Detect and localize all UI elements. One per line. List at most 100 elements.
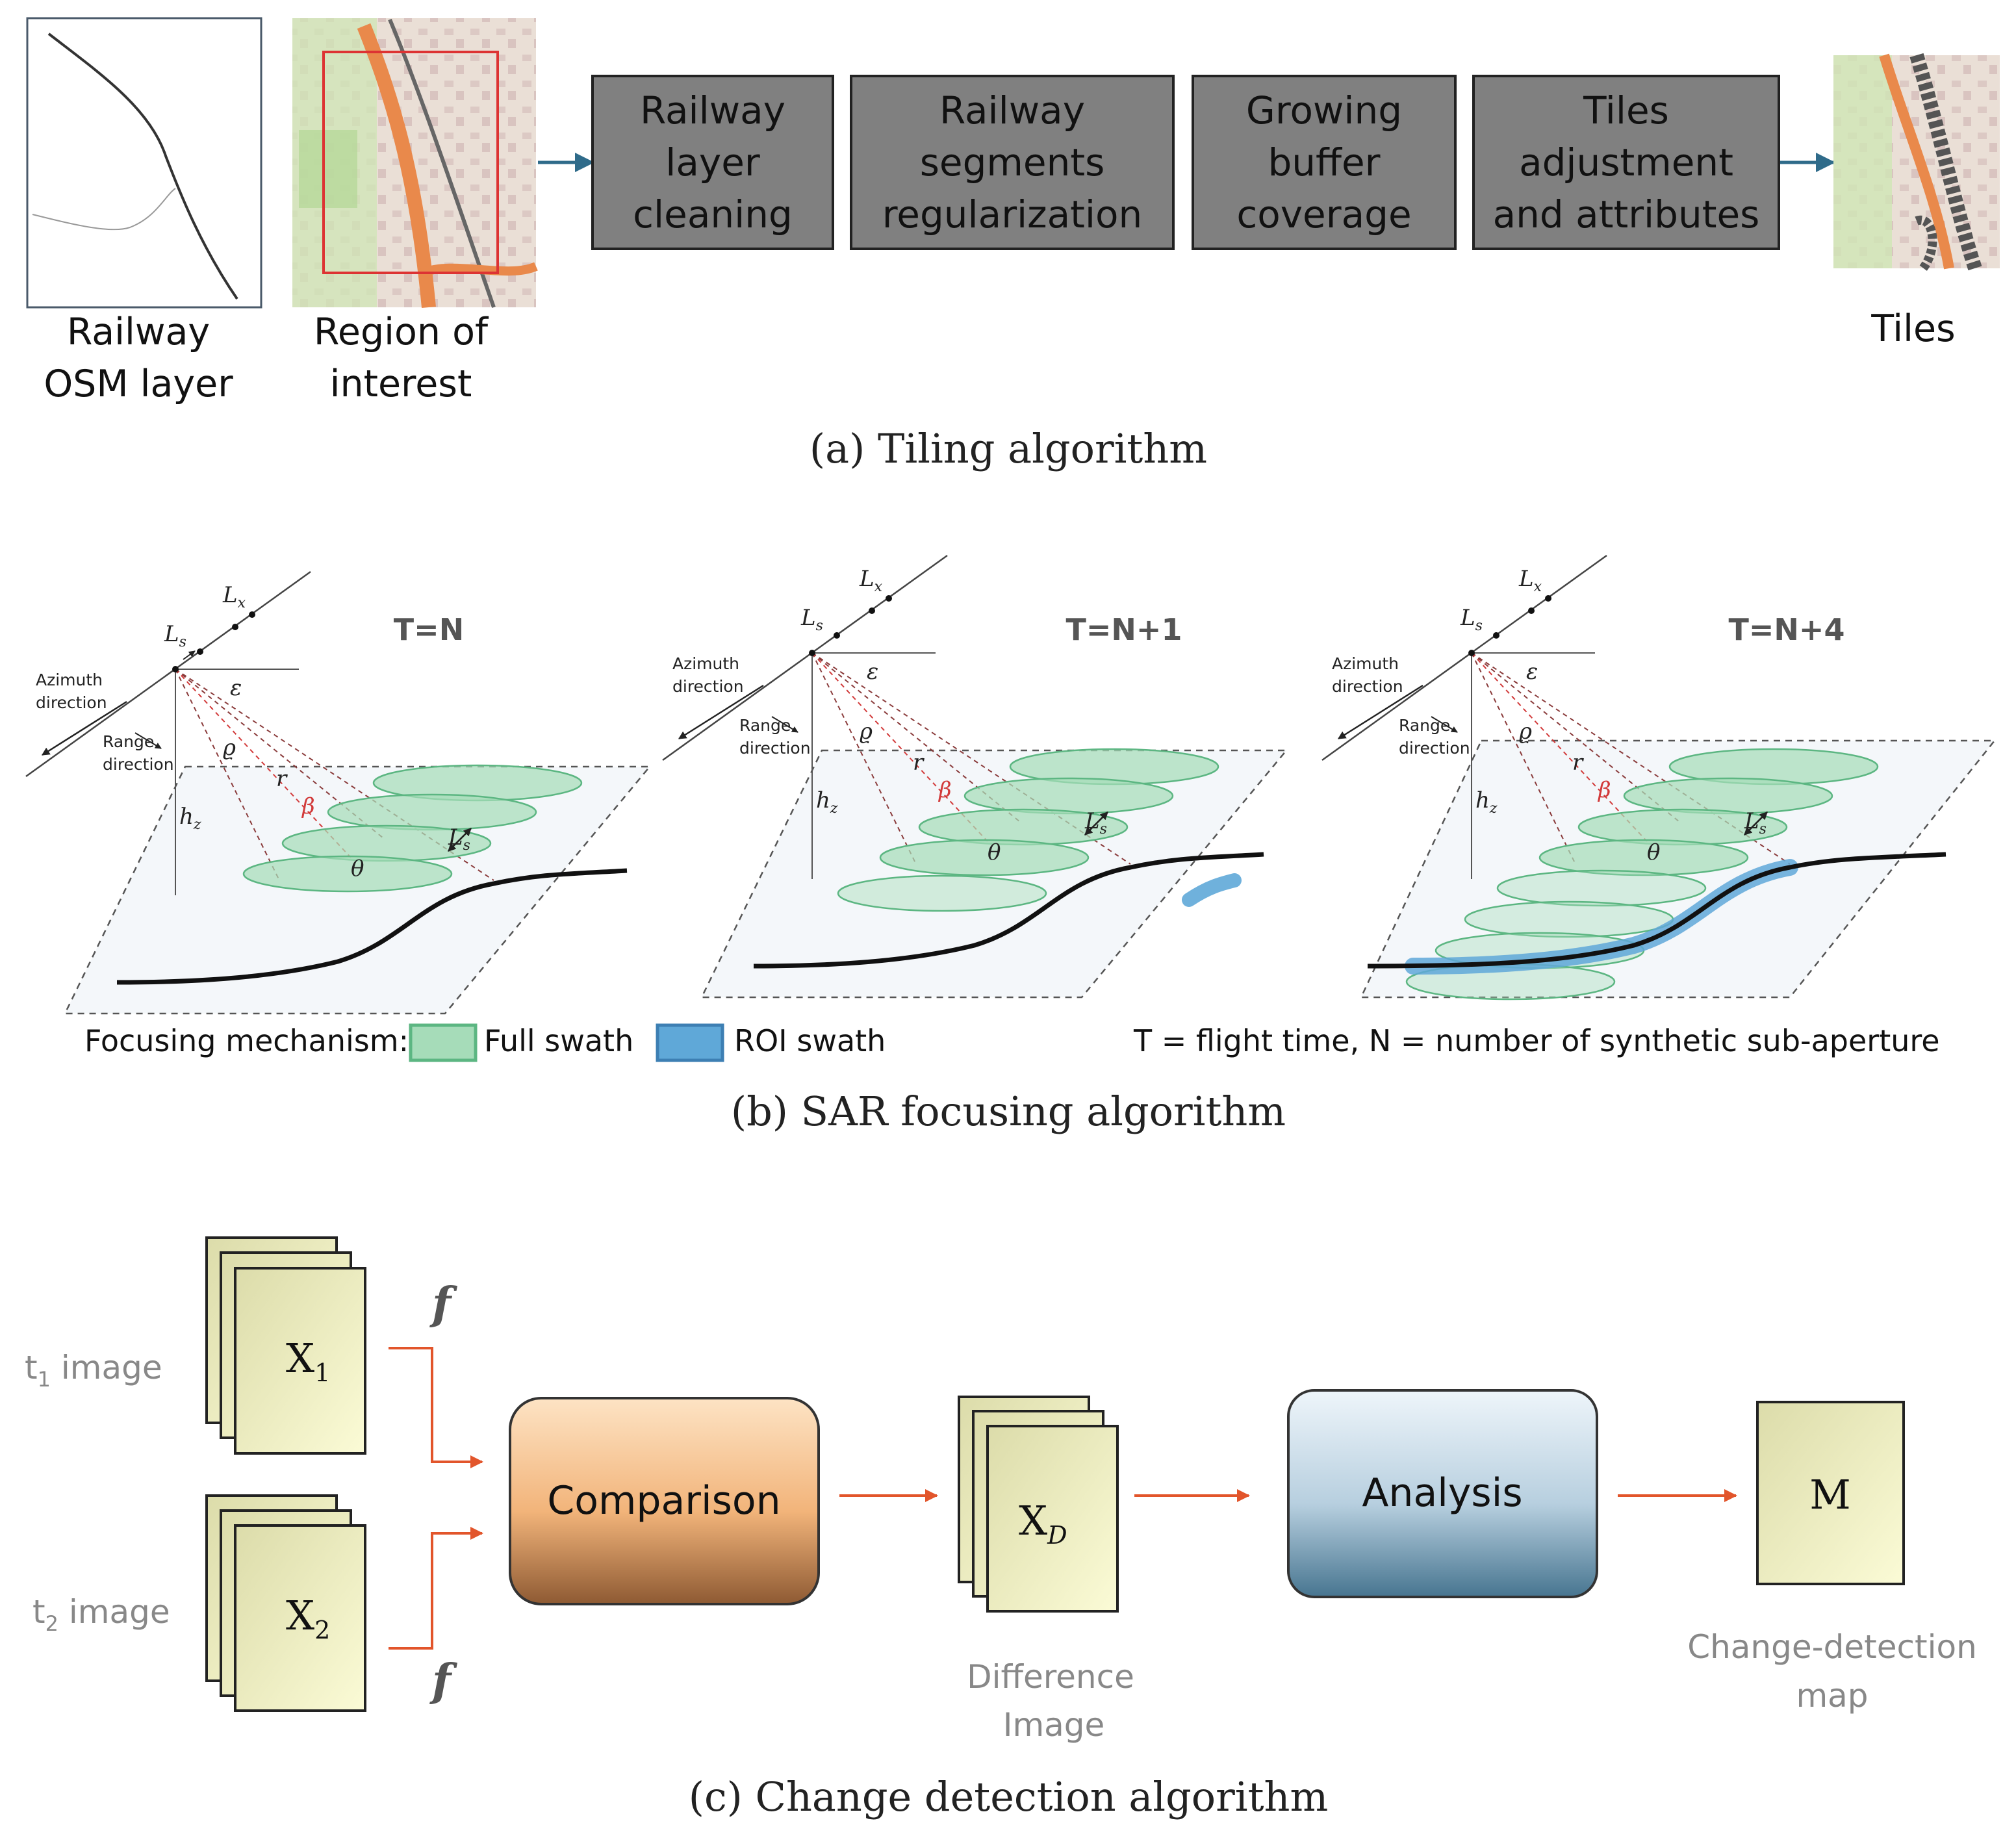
svg-text:Azimuth: Azimuth [1332, 654, 1399, 673]
svg-text:Comparison: Comparison [547, 1478, 780, 1524]
sar-diagram-t-n4: Azimuth direction Range direction Ls Lx … [1321, 554, 1997, 1001]
panel-b: Azimuth direction Range direction Ls Lx … [25, 554, 1997, 1135]
hz-symbol: h [179, 804, 194, 830]
f-label-bottom: f [429, 1655, 457, 1707]
range-label-1: Range [103, 732, 154, 751]
svg-text:X2: X2 [286, 1592, 330, 1644]
change-detection-label-2: map [1796, 1677, 1868, 1715]
step-box-3: Growing buffer coverage [1192, 75, 1457, 250]
time-label-3: T=N+4 [1729, 612, 1845, 647]
svg-text:direction: direction [1332, 677, 1403, 696]
svg-text:ϱ: ϱ [860, 719, 873, 745]
ls-arrow-3 [448, 828, 472, 852]
roi-label-line-1: Region of [314, 311, 489, 353]
svg-text:Lx: Lx [859, 566, 883, 595]
beta-line [175, 669, 351, 858]
svg-text:M: M [1809, 1471, 1850, 1518]
r-symbol: r [276, 766, 288, 792]
osm-label-line-1: Railway [67, 311, 210, 353]
svg-text:β: β [1597, 777, 1611, 803]
svg-text:Ls: Ls [800, 605, 823, 634]
svg-text:Range: Range [1399, 716, 1450, 735]
t2-label: t2 image [32, 1593, 170, 1636]
svg-text:and attributes: and attributes [1493, 192, 1760, 236]
caption-a: (a) Tiling algorithm [810, 425, 1207, 472]
hz-sub: z [193, 817, 201, 833]
svg-text:Analysis: Analysis [1362, 1470, 1522, 1516]
sar-diagram-t-n1: Azimuth direction Range direction Ls Lx … [662, 554, 1288, 999]
osm-rail-line [47, 32, 238, 300]
roi-map-thumbnail [292, 18, 538, 309]
step-box-1: Railway layer cleaning [591, 75, 834, 250]
svg-text:ε: ε [1526, 659, 1538, 685]
caption-c: (c) Change detection algorithm [689, 1773, 1329, 1820]
svg-text:direction: direction [672, 677, 744, 696]
roi-label-line-2: interest [330, 363, 472, 405]
svg-text:hz: hz [816, 787, 838, 817]
osm-layer-thumbnail [26, 17, 262, 309]
ls-sub-2: s [463, 837, 470, 854]
osm-branch-line [32, 188, 176, 231]
platform-dots [172, 611, 255, 672]
epsilon-symbol: ε [230, 675, 242, 701]
svg-text:cleaning: cleaning [633, 192, 793, 236]
svg-text:coverage: coverage [1236, 192, 1411, 236]
ls-sub: s [179, 634, 186, 650]
azimuth-arrow [41, 700, 127, 756]
osm-label-line-2: OSM layer [44, 363, 233, 405]
legend-full-swatch [409, 1023, 478, 1062]
x2-sub: 2 [314, 1616, 330, 1644]
azimuth-label-2: direction [36, 693, 107, 712]
svg-text:Railway: Railway [640, 88, 785, 133]
svg-text:β: β [938, 777, 952, 803]
svg-text:segments: segments [920, 140, 1105, 185]
t1-label: t1 image [25, 1349, 162, 1392]
time-label-2: T=N+1 [1066, 612, 1182, 647]
lx-sub: x [238, 595, 246, 611]
tiles-label: Tiles [1870, 307, 1956, 350]
svg-text:layer: layer [665, 140, 760, 185]
svg-text:r: r [913, 750, 925, 776]
svg-text:θ: θ [1647, 839, 1660, 865]
azimuth-label-1: Azimuth [36, 670, 103, 689]
step-box-2: Railway segments regularization [850, 75, 1175, 250]
flight-track [25, 570, 311, 778]
full-swath-ellipses [242, 764, 583, 893]
svg-text:θ: θ [988, 839, 1001, 865]
svg-text:direction: direction [1399, 739, 1470, 758]
svg-text:XD: XD [1019, 1497, 1067, 1550]
svg-text:Ls: Ls [164, 621, 186, 650]
beta-symbol: β [301, 793, 315, 819]
panel-c: t1 image t2 image X1 X2 f f Comparison [25, 1236, 1977, 1820]
comparison-box: Comparison [509, 1397, 820, 1605]
lx-symbol: L [222, 582, 238, 608]
x2-image-stack: X2 [205, 1494, 366, 1712]
xd-main: X [1019, 1497, 1047, 1544]
svg-text:Tiles: Tiles [1583, 88, 1669, 133]
svg-text:Range: Range [739, 716, 791, 735]
change-map: M [1756, 1401, 1905, 1585]
legend-full-label: Full swath [484, 1023, 633, 1058]
svg-text:Azimuth: Azimuth [672, 654, 739, 673]
svg-text:ε: ε [867, 659, 878, 685]
tiles-thumbnail [1833, 53, 2000, 272]
ls-symbol-2: L [448, 824, 463, 850]
svg-text:Ls: Ls [1084, 808, 1107, 837]
svg-text:regularization: regularization [882, 192, 1143, 236]
svg-text:r: r [1572, 750, 1584, 776]
x1-sub: 1 [314, 1359, 330, 1387]
connector-x1-to-comparison [389, 1347, 483, 1468]
svg-text:hz: hz [1475, 787, 1498, 817]
range-arrow [134, 732, 162, 749]
svg-text:Ls: Ls [448, 824, 470, 854]
analysis-box: Analysis [1287, 1389, 1598, 1598]
ls-symbol: L [164, 621, 179, 647]
range-label-2: direction [103, 755, 174, 774]
difference-label-2: Image [1003, 1706, 1105, 1744]
legend-roi-swatch [656, 1023, 724, 1062]
svg-text:Ls: Ls [1460, 605, 1483, 634]
legend-title: Focusing mechanism: [84, 1023, 409, 1058]
svg-text:Railway: Railway [939, 88, 1085, 133]
legend-roi-label: ROI swath [734, 1023, 886, 1058]
time-label-1: T=N [394, 612, 464, 647]
